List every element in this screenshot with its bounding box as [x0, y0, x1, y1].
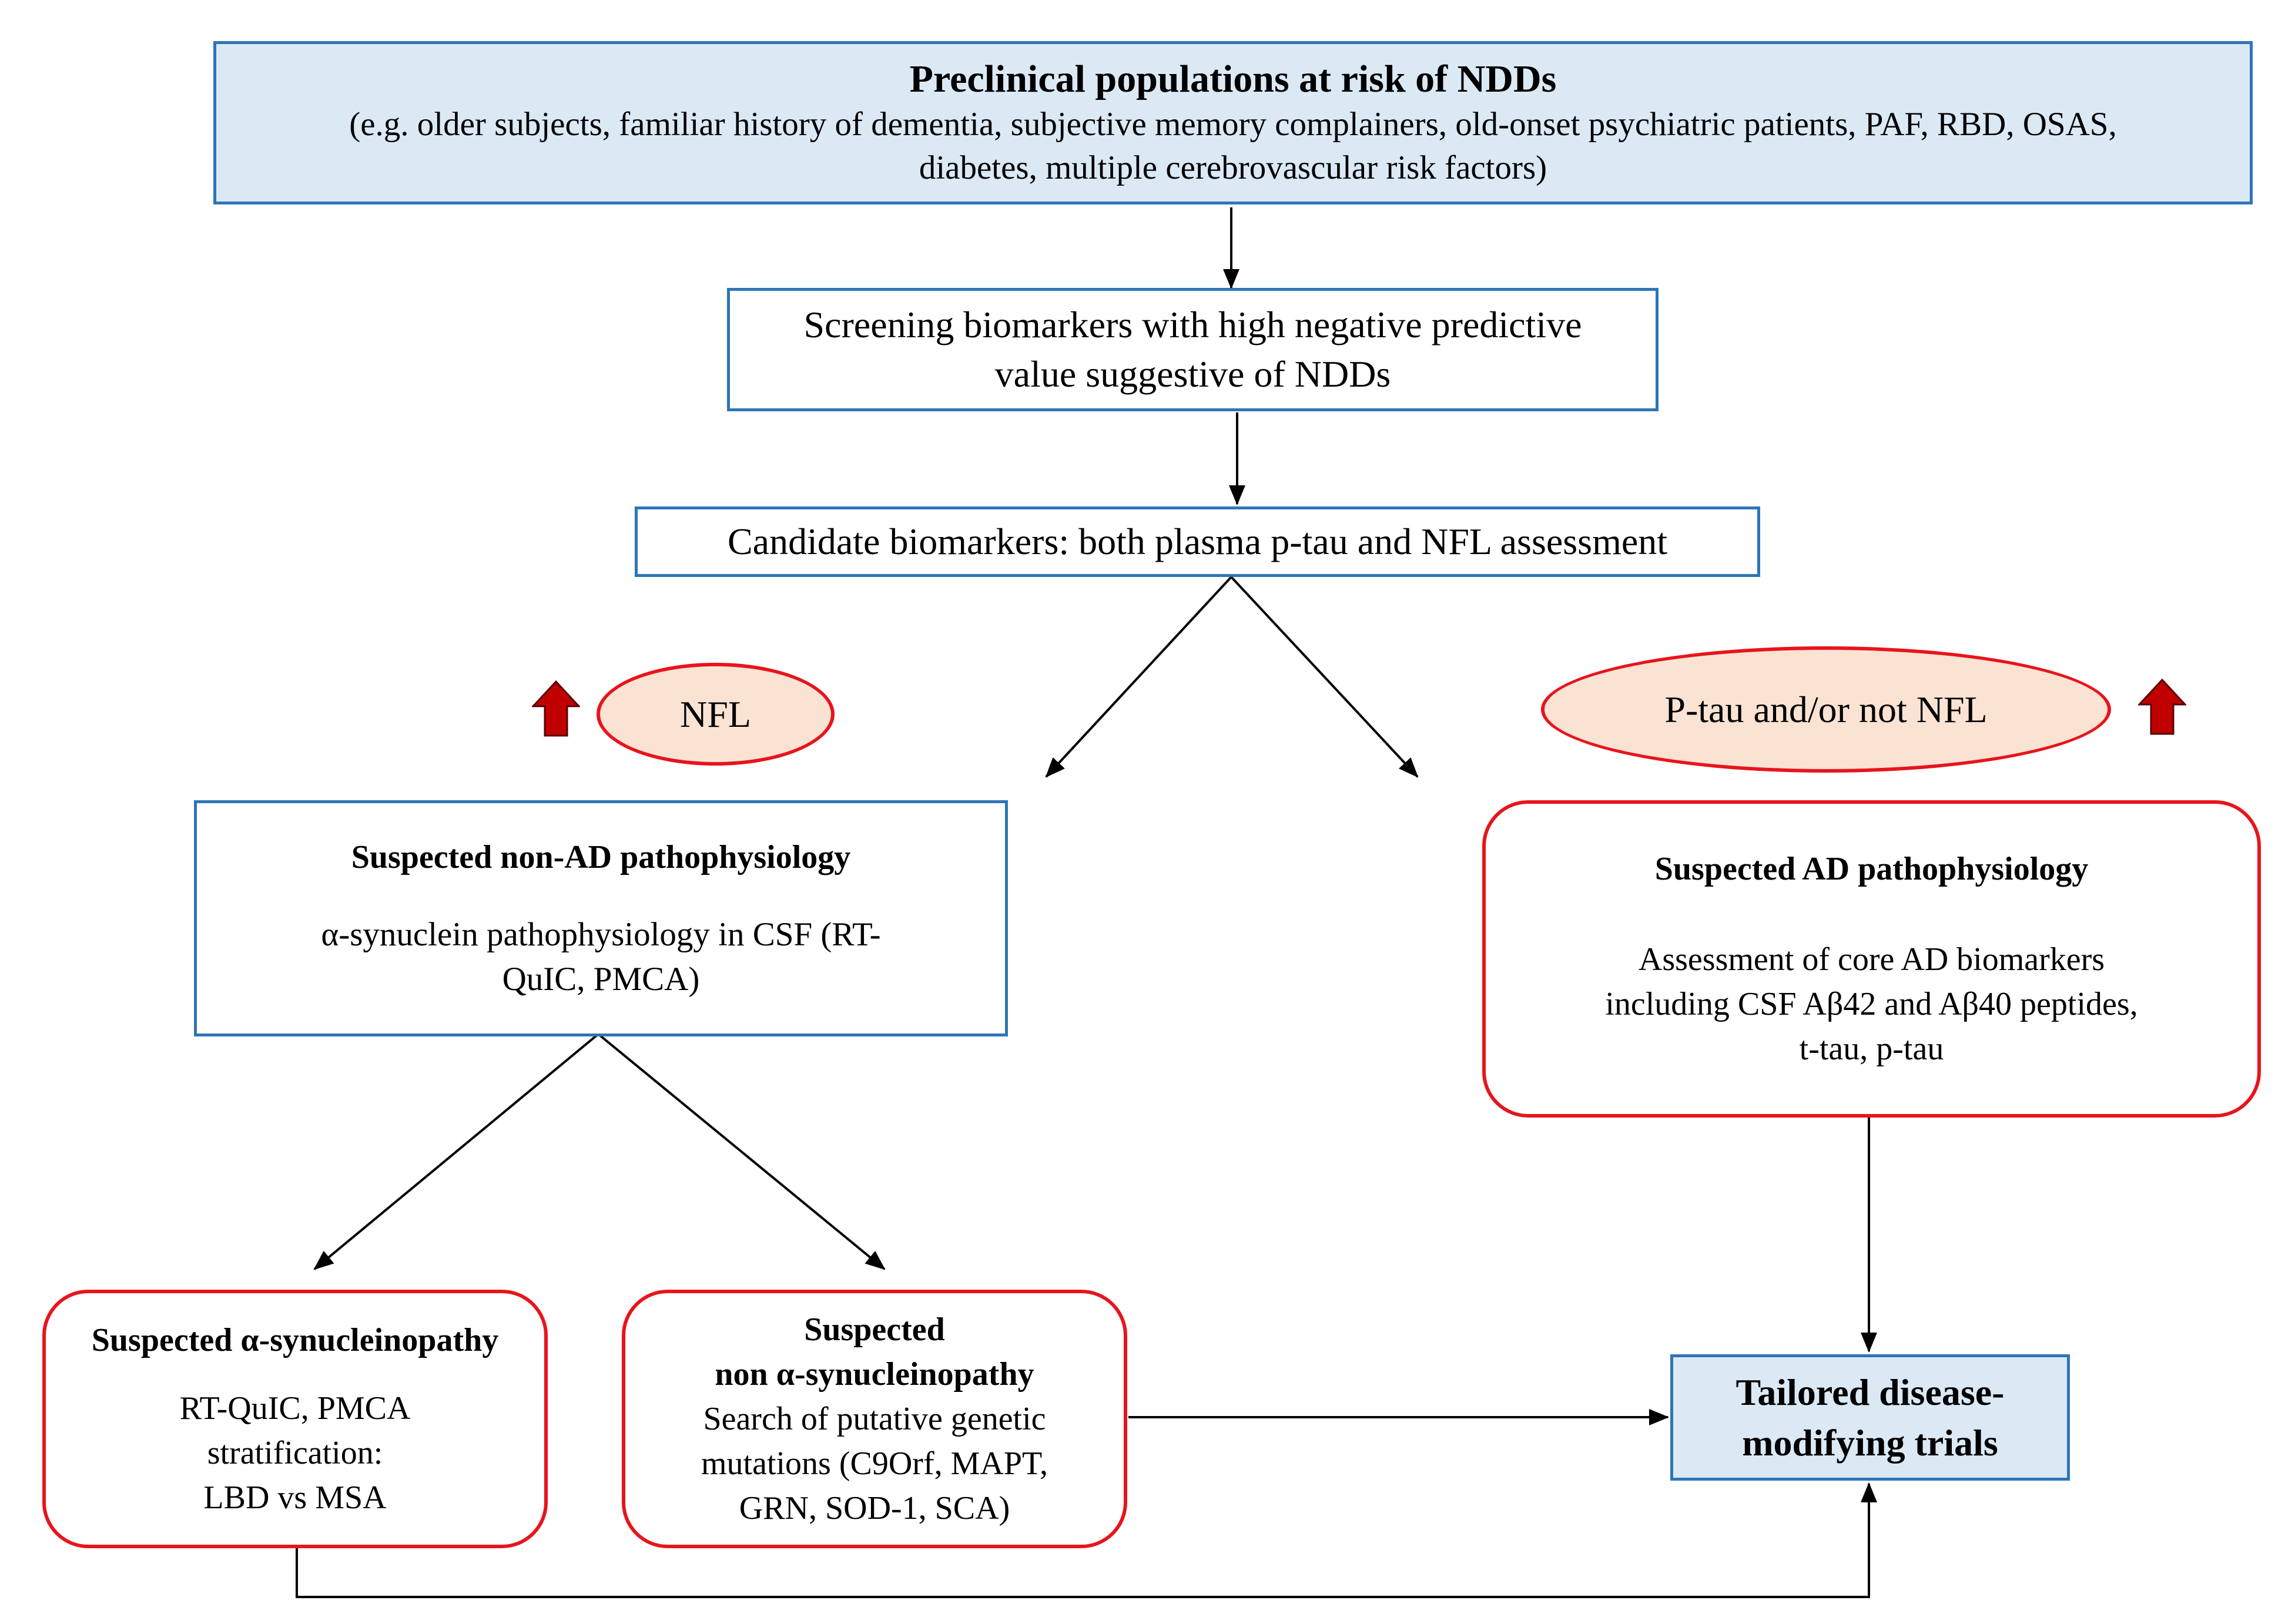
suspected-synucleinopathy-line2: stratification: — [207, 1435, 383, 1471]
suspected-synucleinopathy-line1: RT-QuIC, PMCA — [179, 1390, 411, 1427]
nfl-increase-arrow-icon — [532, 680, 580, 737]
arrow-nonad-to-nonsyn — [597, 1033, 886, 1270]
preclinical-populations-title: Preclinical populations at risk of NDDs — [909, 58, 1557, 100]
tailored-trials-line1: Tailored disease- — [1736, 1371, 2005, 1413]
suspected-non-synucleinopathy-line2: mutations (C9Orf, MAPT, — [701, 1445, 1048, 1482]
preclinical-populations-line1: (e.g. older subjects, familiar history o… — [349, 106, 2117, 143]
candidate-biomarkers-box: Candidate biomarkers: both plasma p-tau … — [635, 506, 1760, 577]
preclinical-populations-box: Preclinical populations at risk of NDDs … — [213, 41, 2253, 204]
suspected-non-ad-box: Suspected non-AD pathophysiology α-synuc… — [194, 800, 1008, 1036]
screening-biomarkers-line2: value suggestive of NDDs — [994, 353, 1391, 395]
preclinical-populations-line2: diabetes, multiple cerebrovascular risk … — [919, 149, 1547, 186]
ptau-increase-arrow-icon — [2138, 679, 2186, 735]
screening-biomarkers-line1: Screening biomarkers with high negative … — [803, 304, 1582, 345]
suspected-non-ad-line1: α-synuclein pathophysiology in CSF (RT- — [321, 916, 881, 953]
suspected-non-synucleinopathy-title2: non α-synucleinopathy — [715, 1356, 1034, 1393]
suspected-non-ad-title: Suspected non-AD pathophysiology — [351, 839, 851, 875]
ptau-ellipse: P-tau and/or not NFL — [1541, 646, 2111, 773]
suspected-non-synucleinopathy-title1: Suspected — [804, 1311, 945, 1348]
suspected-non-synucleinopathy-box: Suspected non α-synucleinopathy Search o… — [622, 1290, 1127, 1548]
suspected-ad-title: Suspected AD pathophysiology — [1654, 851, 2089, 887]
screening-biomarkers-box: Screening biomarkers with high negative … — [727, 288, 1659, 411]
nfl-ellipse: NFL — [597, 663, 835, 766]
suspected-synucleinopathy-line3: LBD vs MSA — [203, 1479, 387, 1516]
arrow-candidate-to-left — [1045, 576, 1232, 778]
arrow-candidate-to-right — [1230, 576, 1419, 778]
suspected-synucleinopathy-box: Suspected α-synucleinopathy RT-QuIC, PMC… — [42, 1290, 548, 1548]
suspected-non-ad-line2: QuIC, PMCA) — [502, 961, 700, 998]
suspected-non-synucleinopathy-line3: GRN, SOD-1, SCA) — [739, 1490, 1010, 1526]
nfl-ellipse-label: NFL — [680, 693, 751, 735]
candidate-biomarkers-text: Candidate biomarkers: both plasma p-tau … — [727, 521, 1668, 562]
suspected-synucleinopathy-title: Suspected α-synucleinopathy — [91, 1322, 499, 1358]
suspected-non-synucleinopathy-line1: Search of putative genetic — [703, 1401, 1046, 1437]
suspected-ad-line2: including CSF Aβ42 and Aβ40 peptides, — [1605, 986, 2138, 1022]
tailored-trials-line2: modifying trials — [1742, 1421, 1998, 1464]
arrow-nonad-to-syn — [313, 1033, 599, 1270]
suspected-ad-line1: Assessment of core AD biomarkers — [1638, 941, 2105, 978]
tailored-trials-box: Tailored disease- modifying trials — [1670, 1354, 2070, 1481]
arrow-syn-to-trials — [296, 1482, 1877, 1598]
suspected-ad-line3: t-tau, p-tau — [1799, 1031, 1944, 1067]
suspected-ad-box: Suspected AD pathophysiology Assessment … — [1482, 800, 2261, 1118]
ptau-ellipse-label: P-tau and/or not NFL — [1664, 688, 1988, 730]
